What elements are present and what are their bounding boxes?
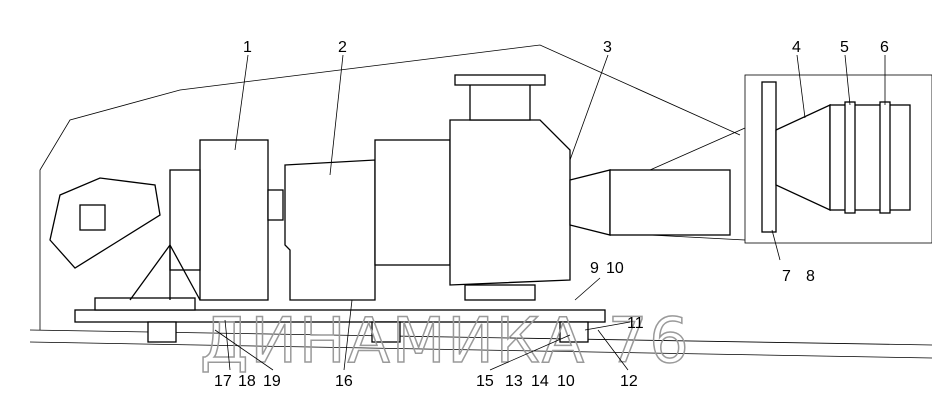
housing-outline xyxy=(39,44,741,330)
detail-flange xyxy=(761,81,777,233)
floor-line-lower xyxy=(29,341,932,359)
pump-outlet-pipe xyxy=(469,81,531,121)
motor-flange xyxy=(169,169,201,271)
callout-16: 16 xyxy=(335,373,353,390)
hydraulic-port xyxy=(79,204,106,231)
base-plate xyxy=(94,297,196,311)
floor-line xyxy=(29,329,932,346)
callout-10b: 10 xyxy=(557,373,575,390)
callout-15: 15 xyxy=(476,373,494,390)
vibration-mount xyxy=(559,321,589,343)
pump-foot xyxy=(464,284,536,301)
watermark: ДИНАМИКА 76 xyxy=(200,304,691,377)
callout-9: 9 xyxy=(590,260,599,277)
detail-hose xyxy=(829,104,911,211)
pump-volute xyxy=(449,119,571,286)
suction-cone xyxy=(569,169,611,236)
callout-1: 1 xyxy=(243,39,252,56)
vibration-mount xyxy=(147,321,177,343)
callout-10a: 10 xyxy=(606,260,624,277)
detail-frame xyxy=(744,74,932,244)
pump-bearing-housing xyxy=(374,139,451,266)
vibration-mount xyxy=(371,321,401,343)
base-frame xyxy=(74,309,606,323)
callout-6: 6 xyxy=(880,39,889,56)
callout-14: 14 xyxy=(531,373,549,390)
motor-shaft xyxy=(267,189,284,221)
gearbox xyxy=(284,159,376,301)
leader-lines xyxy=(214,54,886,371)
detail-clamp-2 xyxy=(879,101,891,214)
support-stand xyxy=(129,244,201,301)
pump-outlet-flange xyxy=(454,74,546,86)
callout-2: 2 xyxy=(338,39,347,56)
callout-18: 18 xyxy=(238,373,256,390)
callout-17: 17 xyxy=(214,373,232,390)
callout-12: 12 xyxy=(620,373,638,390)
motor-housing xyxy=(199,139,269,301)
callout-7: 7 xyxy=(782,268,791,285)
suction-hose xyxy=(609,169,731,236)
detail-cone xyxy=(775,103,831,212)
callout-19: 19 xyxy=(263,373,281,390)
callout-5: 5 xyxy=(840,39,849,56)
detail-clamp-1 xyxy=(844,101,856,214)
callout-4: 4 xyxy=(792,39,801,56)
callout-8: 8 xyxy=(806,268,815,285)
callout-11: 11 xyxy=(627,315,644,332)
detail-leader-bottom xyxy=(649,234,746,241)
callout-3: 3 xyxy=(603,39,612,56)
detail-leader-top xyxy=(649,127,746,171)
callout-13: 13 xyxy=(505,373,523,390)
